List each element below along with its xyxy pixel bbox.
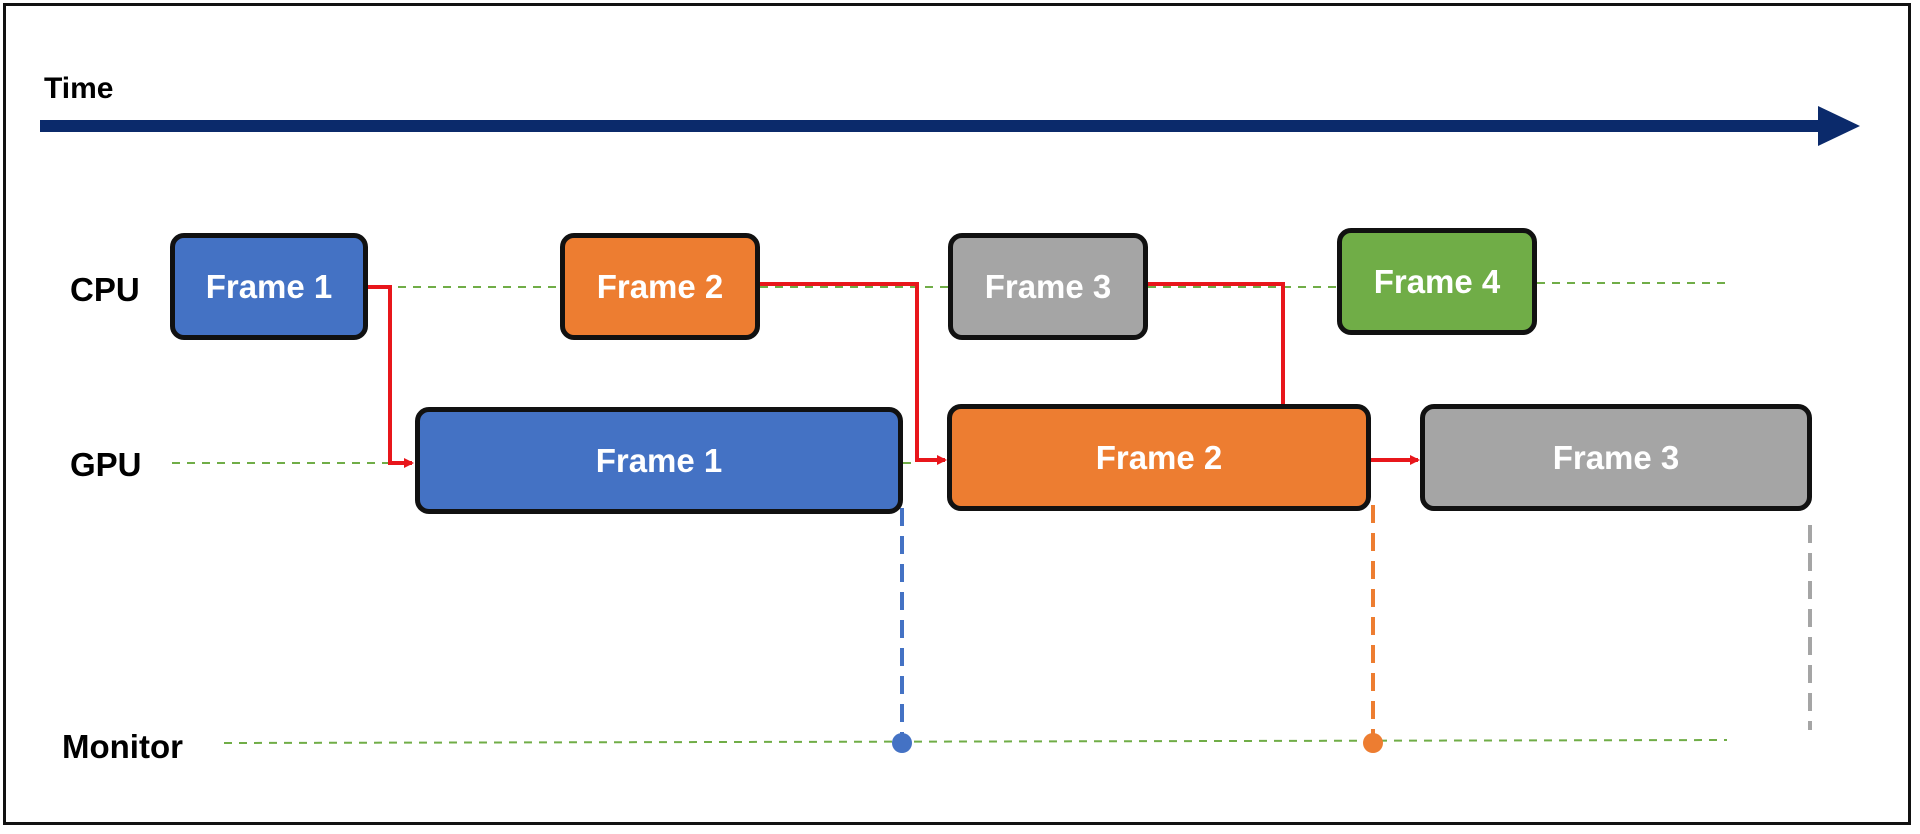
monitor-dot-frame1 [892,733,912,753]
cpu-timeline [368,282,1730,288]
time-label: Time [44,72,114,105]
dep-cpu2-to-gpu2 [760,282,947,465]
present-lines [900,505,1812,735]
monitor-dot-frame2 [1363,733,1383,753]
gpu-frame-1: Frame 1 [415,407,903,514]
gpu-row-label: GPU [70,446,142,483]
dep-cpu1-to-gpu1 [368,285,414,468]
cpu-row-label: CPU [70,271,140,308]
time-arrow-head [1818,106,1860,146]
time-arrow [40,106,1860,146]
gpu-frame-2: Frame 2 [947,404,1371,511]
monitor-row-label: Monitor [62,728,183,765]
dependency-arrows [368,282,1420,468]
monitor-timeline [223,739,1728,744]
cpu-frame-2: Frame 2 [560,233,760,340]
dep-cpu3-to-gpu2 [1148,282,1285,404]
cpu-frame-4: Frame 4 [1337,228,1537,335]
cpu-frame-1: Frame 1 [170,233,368,340]
cpu-frame-3: Frame 3 [948,233,1148,340]
gpu-frame-3: Frame 3 [1420,404,1812,511]
